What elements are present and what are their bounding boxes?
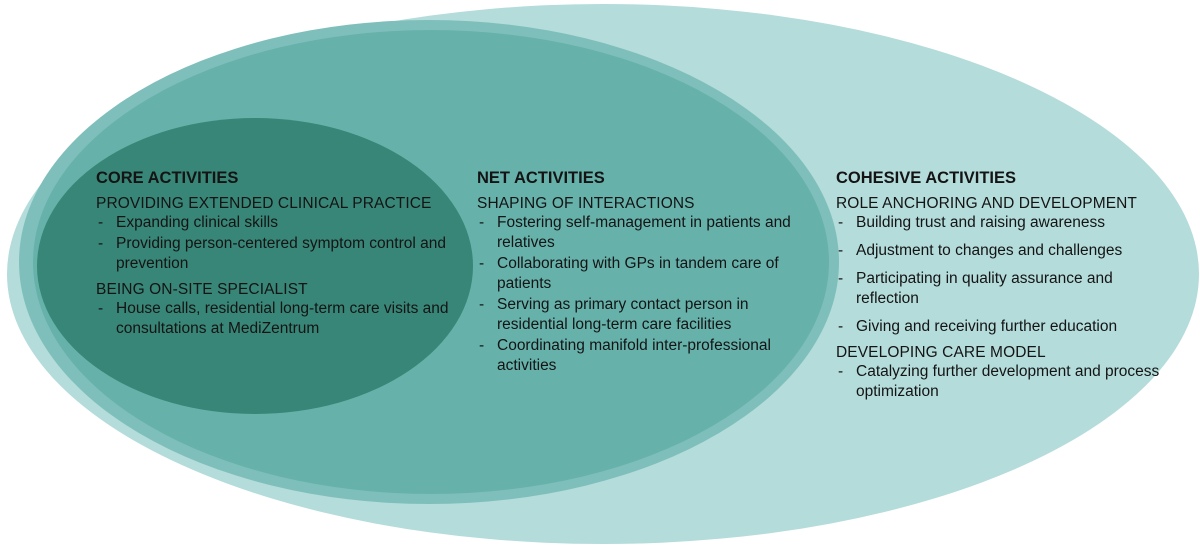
list-item: Serving as primary contact person in res… — [477, 295, 807, 335]
net-activities-heading: NET ACTIVITIES — [477, 169, 605, 187]
cohesive-group-list: Catalyzing further development and proce… — [836, 362, 1166, 402]
core-group-title: PROVIDING EXTENDED CLINICAL PRACTICE — [96, 195, 432, 212]
cohesive-group-title: ROLE ANCHORING AND DEVELOPMENT — [836, 195, 1138, 212]
core-group-list: House calls, residential long-term care … — [96, 299, 468, 339]
net-activities-section: NET ACTIVITIES SHAPING OF INTERACTIONS F… — [477, 168, 807, 382]
cohesive-group: DEVELOPING CARE MODEL Catalyzing further… — [836, 343, 1166, 402]
list-item: Coordinating manifold inter-professional… — [477, 336, 807, 376]
list-item: Giving and receiving further education — [836, 317, 1166, 337]
core-group: PROVIDING EXTENDED CLINICAL PRACTICE Exp… — [96, 194, 468, 274]
cohesive-group: ROLE ANCHORING AND DEVELOPMENT Building … — [836, 194, 1166, 337]
list-item: Providing person-centered symptom contro… — [96, 234, 468, 274]
list-item: Building trust and raising awareness — [836, 213, 1166, 233]
core-group-list: Expanding clinical skills Providing pers… — [96, 213, 468, 274]
list-item: Catalyzing further development and proce… — [836, 362, 1166, 402]
list-item: Adjustment to changes and challenges — [836, 241, 1166, 261]
core-activities-heading: CORE ACTIVITIES — [96, 169, 239, 187]
list-item: Fostering self-management in patients an… — [477, 213, 807, 253]
list-item: House calls, residential long-term care … — [96, 299, 468, 339]
list-item: Expanding clinical skills — [96, 213, 468, 233]
net-group-title: SHAPING OF INTERACTIONS — [477, 195, 695, 212]
list-item: Participating in quality assurance and r… — [836, 269, 1166, 309]
net-group: SHAPING OF INTERACTIONS Fostering self-m… — [477, 194, 807, 376]
core-activities-section: CORE ACTIVITIES PROVIDING EXTENDED CLINI… — [96, 168, 468, 345]
list-item: Collaborating with GPs in tandem care of… — [477, 254, 807, 294]
cohesive-activities-section: COHESIVE ACTIVITIES ROLE ANCHORING AND D… — [836, 168, 1166, 408]
core-group-title: BEING ON-SITE SPECIALIST — [96, 281, 308, 298]
cohesive-activities-heading: COHESIVE ACTIVITIES — [836, 169, 1017, 187]
net-group-list: Fostering self-management in patients an… — [477, 213, 807, 376]
cohesive-group-list: Building trust and raising awareness Adj… — [836, 213, 1166, 337]
core-group: BEING ON-SITE SPECIALIST House calls, re… — [96, 280, 468, 339]
cohesive-group-title: DEVELOPING CARE MODEL — [836, 344, 1046, 361]
